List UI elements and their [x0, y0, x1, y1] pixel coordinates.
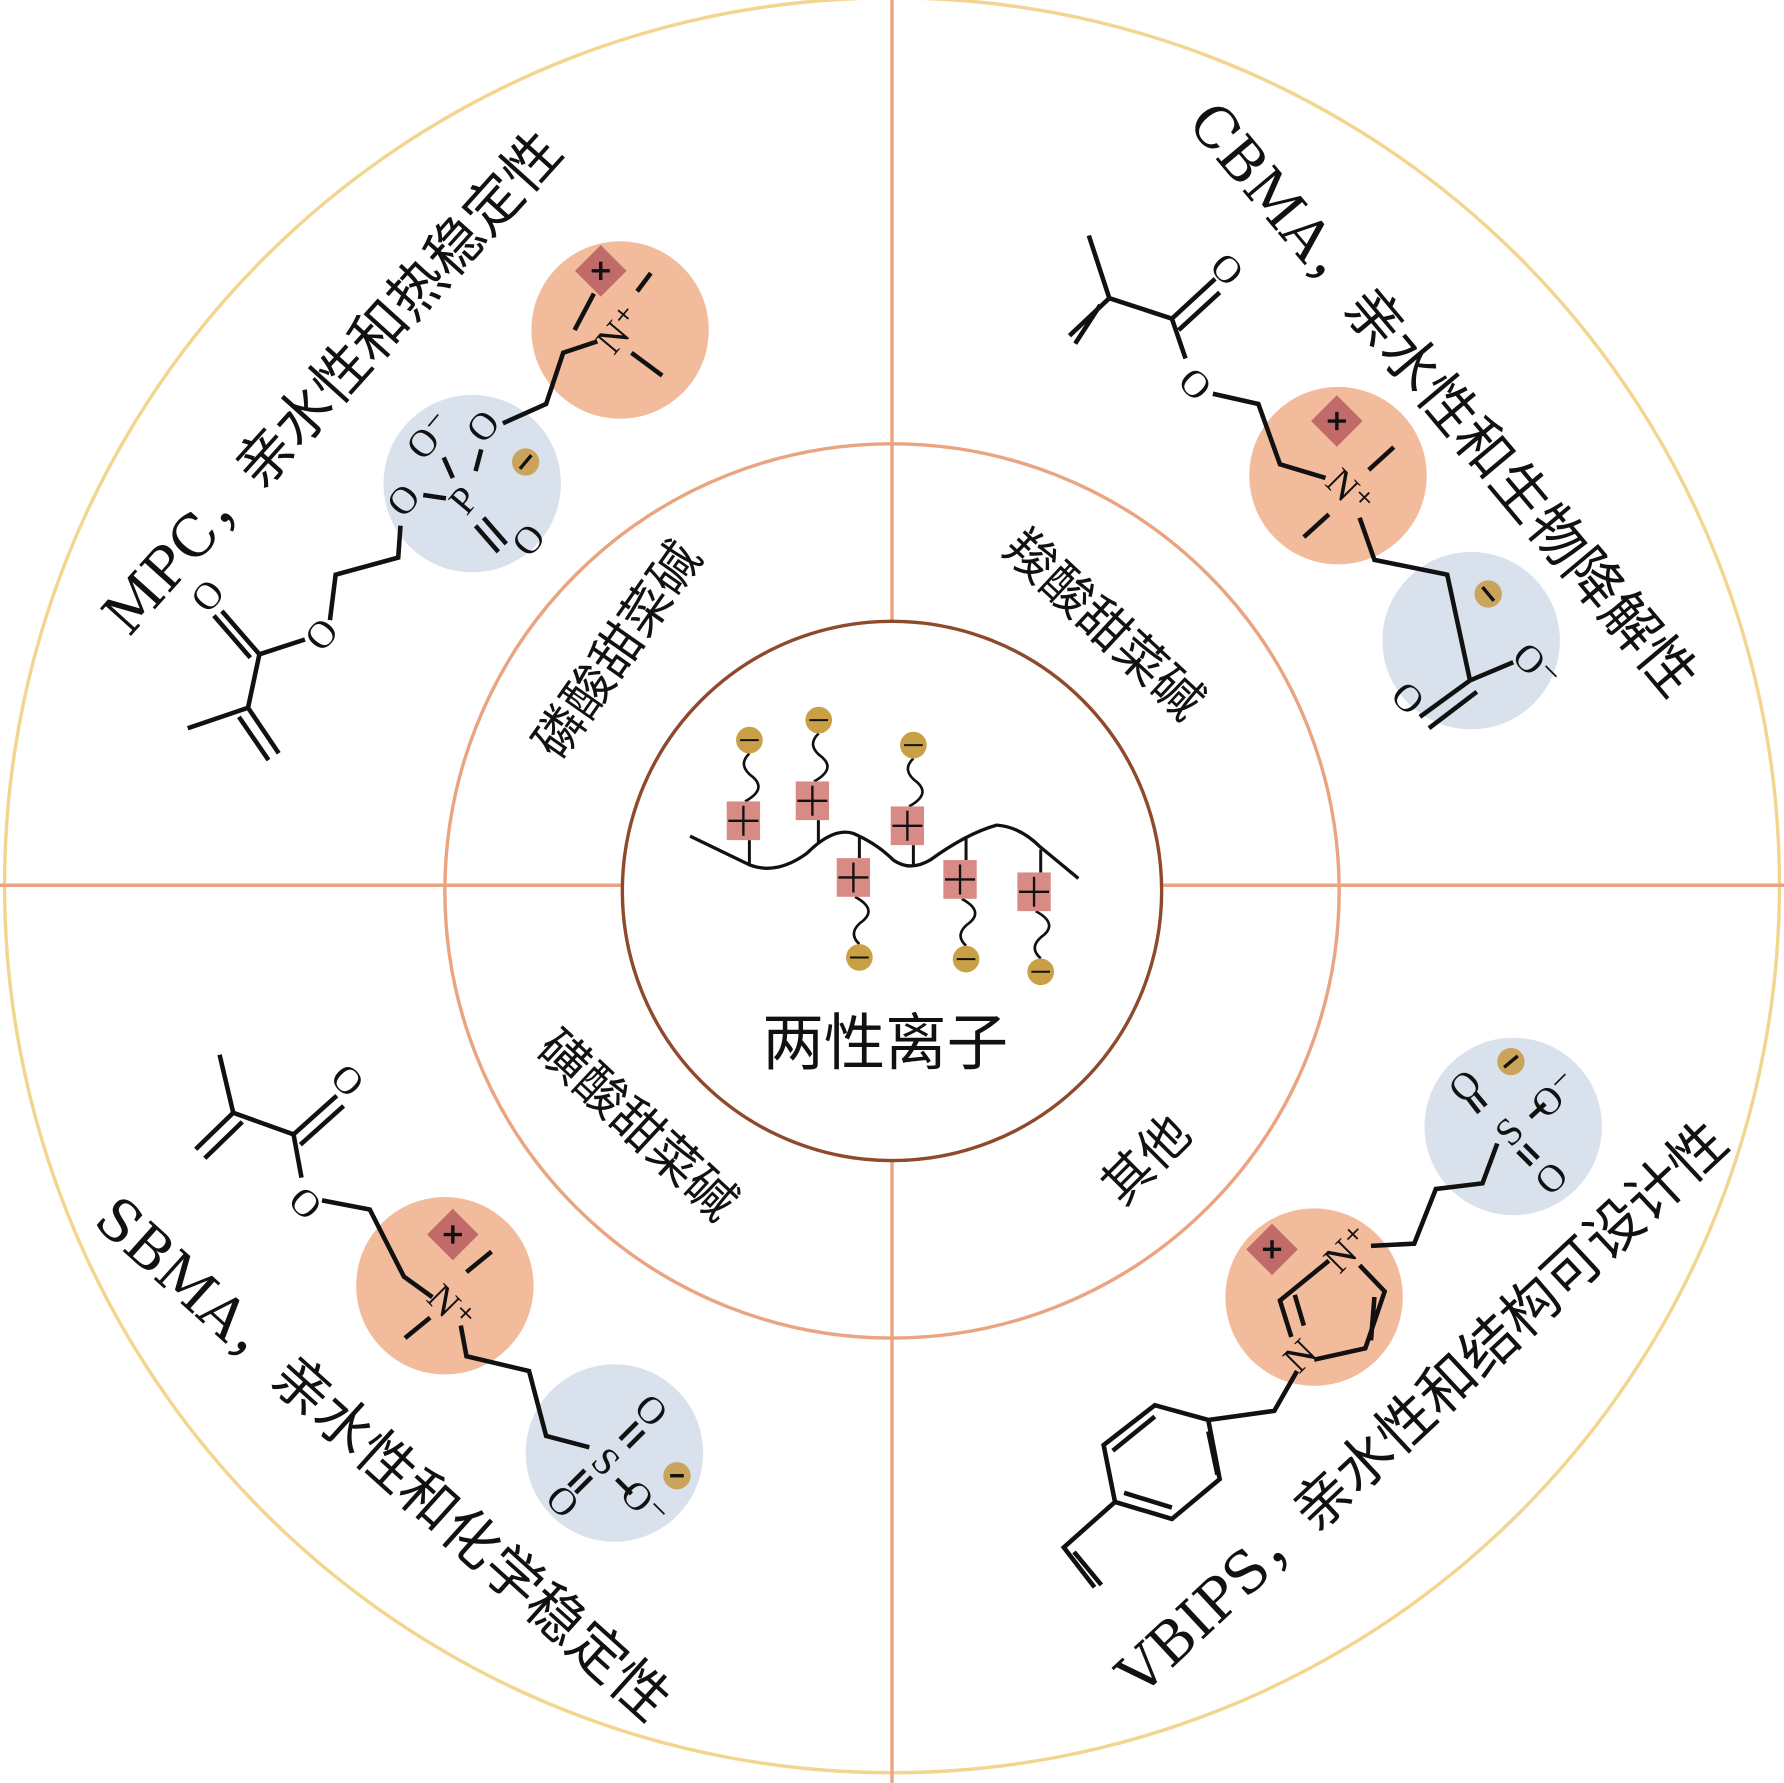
anion-zone: [1382, 551, 1560, 730]
plus-icon: [797, 785, 828, 816]
monomer-label-mpc: MPC，亲水性和热稳定性: [90, 119, 575, 648]
monomer-label-vbips: VBIPS，亲水性和结构可设计性: [1104, 1109, 1741, 1709]
atom-label: O: [1170, 360, 1219, 409]
middle-ring: [443, 442, 1341, 1340]
plus-icon: [1019, 876, 1050, 907]
category-other: 其他: [1090, 1104, 1202, 1216]
center-title: 两性离子: [762, 1008, 1008, 1079]
cation-zone: [531, 241, 709, 419]
anion-zone: [383, 394, 561, 573]
atom-label: O: [280, 1179, 329, 1228]
cation-zone: [356, 1196, 534, 1375]
spacer-chain: [1033, 909, 1051, 960]
spacer-chain: [811, 732, 829, 783]
plus-icon: [728, 805, 759, 836]
atom-label: O: [322, 1056, 371, 1105]
inner-ring: [620, 619, 1164, 1163]
cbma-structure: O O N⁺ O O⁻: [1067, 234, 1568, 731]
plus-icon: [892, 810, 923, 841]
spacer-chain: [906, 757, 924, 808]
atom-label: O: [297, 611, 347, 659]
spacer-chain: [852, 895, 870, 946]
vbips-structure: N⁺ N S O O⁻ O: [1060, 1037, 1602, 1589]
anion-zone: [1424, 1037, 1602, 1216]
spacer-chain: [742, 752, 760, 803]
plus-icon: [838, 862, 869, 893]
spacer-chain: [959, 897, 977, 947]
anion-zone: [525, 1364, 704, 1542]
cation-zone: [1249, 386, 1427, 565]
plus-icon: [945, 864, 976, 895]
zwitterionic-polymer-icon: [689, 706, 1080, 986]
